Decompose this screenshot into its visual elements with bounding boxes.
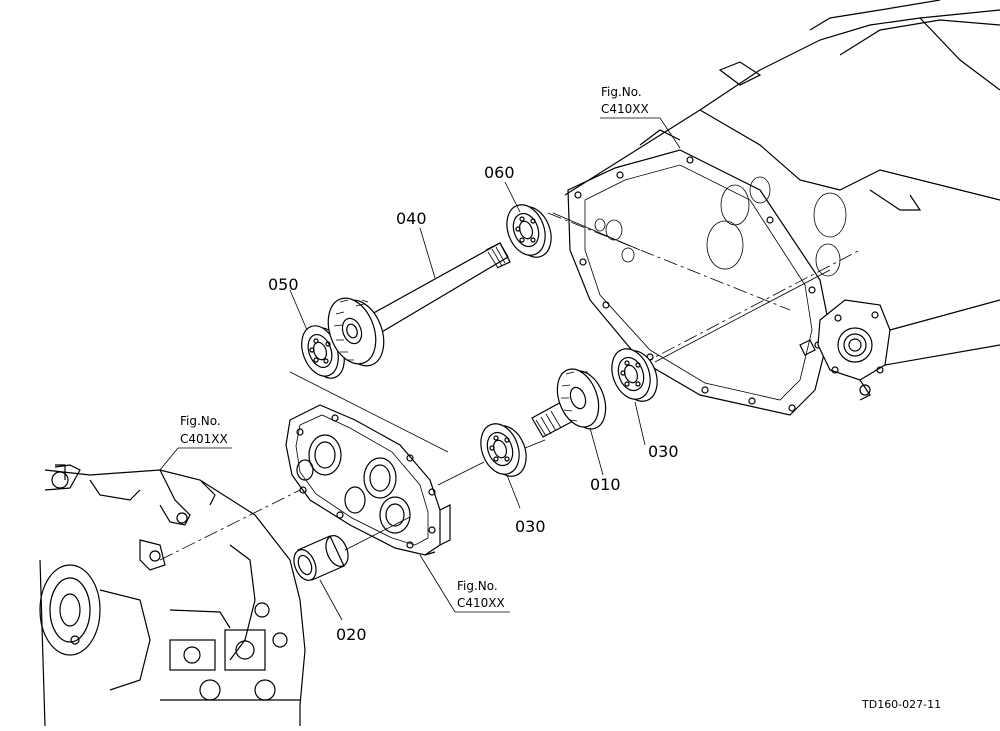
fig-ref-middle-code: C410XX <box>457 596 505 610</box>
alignment-line-upper <box>289 371 449 453</box>
sleeve-020 <box>293 535 349 581</box>
part-label-060: 060 <box>484 163 515 182</box>
part-label-030-right: 030 <box>648 442 679 461</box>
fig-ref-left-label: Fig.No. <box>180 414 221 428</box>
bearing-030-left <box>480 423 527 477</box>
leader-lines <box>159 117 681 621</box>
shaft-gear-040 <box>327 242 511 367</box>
alignment-line-sleeve <box>344 516 411 551</box>
transmission-case-right <box>547 0 1000 416</box>
fig-ref-top-right-label: Fig.No. <box>601 85 642 99</box>
gear-case-cover-plate <box>285 404 451 556</box>
part-label-030-left: 030 <box>515 517 546 536</box>
transmission-case-left <box>39 464 306 727</box>
part-label-020: 020 <box>336 625 367 644</box>
fig-ref-middle-label: Fig.No. <box>457 579 498 593</box>
fig-ref-left: Fig.No. C401XX <box>180 414 228 446</box>
alignment-line-shaft <box>437 461 485 486</box>
bearing-060 <box>506 204 552 258</box>
drawing-code: TD160-027-11 <box>861 698 941 711</box>
output-coupling <box>817 299 891 381</box>
alignment-line-bearing-right <box>654 269 831 363</box>
alignment-line-top <box>552 212 641 251</box>
fig-ref-middle: Fig.No. C410XX <box>457 579 505 610</box>
fig-ref-left-code: C401XX <box>180 432 228 446</box>
part-label-040: 040 <box>396 209 427 228</box>
bearing-030-right <box>611 348 658 402</box>
part-label-050: 050 <box>268 275 299 294</box>
shaft-gear-010 <box>531 368 607 438</box>
fig-ref-top-right: Fig.No. C410XX <box>601 85 649 116</box>
part-label-010: 010 <box>590 475 621 494</box>
fig-ref-top-right-code: C410XX <box>601 102 649 116</box>
